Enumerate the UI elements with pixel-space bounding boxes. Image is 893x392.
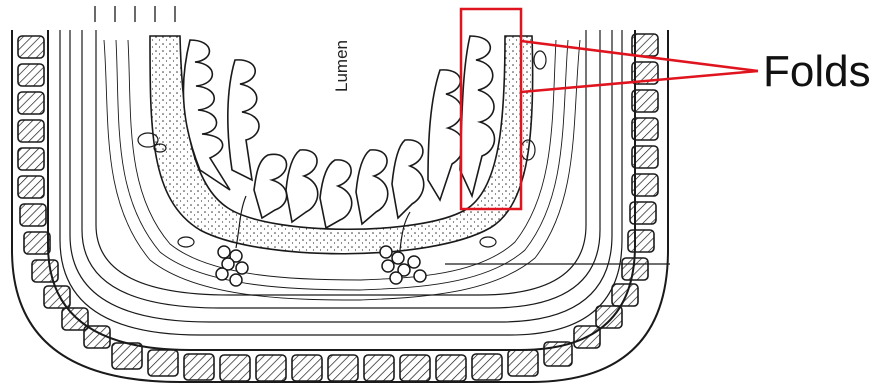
top-tick-marks: [95, 6, 175, 22]
lumen-label: Lumen: [332, 40, 351, 92]
folds-label: Folds: [763, 47, 871, 96]
